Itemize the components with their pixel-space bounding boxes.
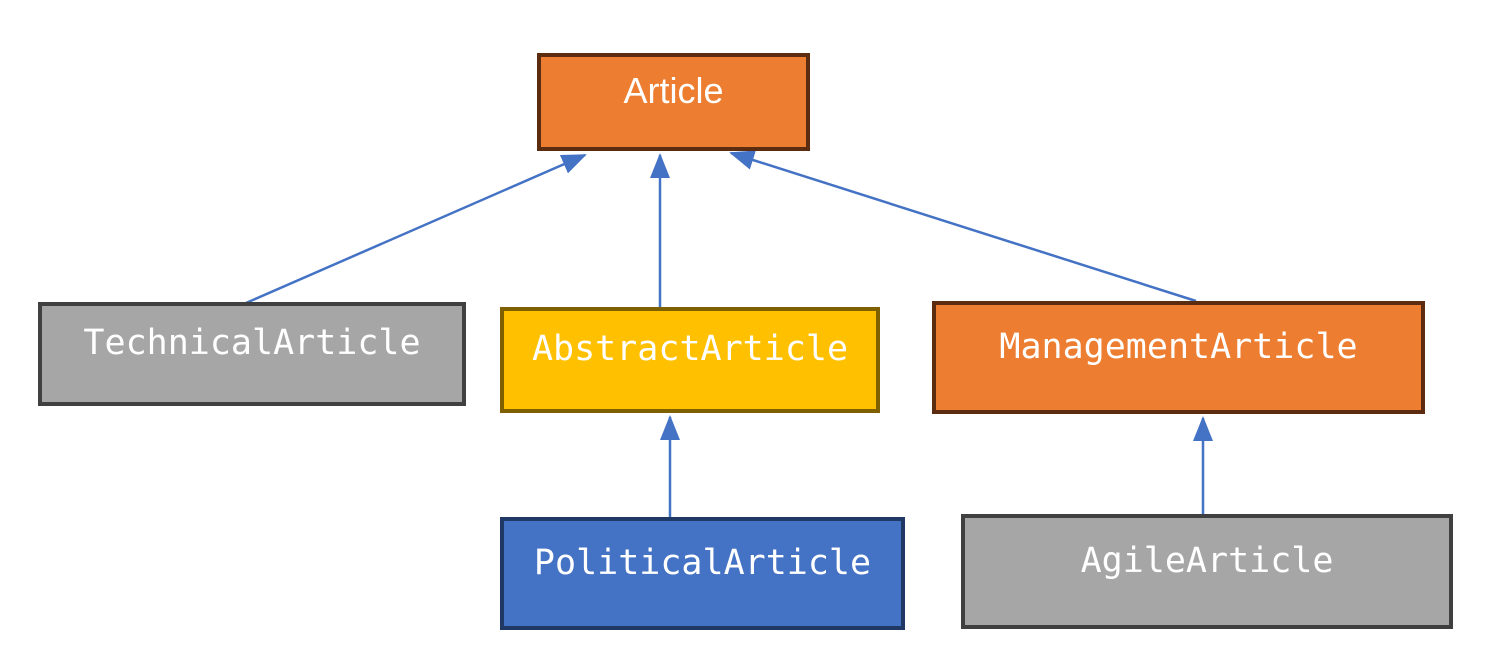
node-agile-article: AgileArticle [961,514,1453,629]
node-management-article: ManagementArticle [932,301,1425,414]
edge-technicalarticle-to-article [245,153,587,305]
node-abstract-article: AbstractArticle [500,307,880,413]
node-abstract-article-label: AbstractArticle [531,329,849,369]
node-article-label: Article [623,70,724,111]
node-political-article-label: PoliticalArticle [533,542,872,583]
node-technical-article-label: TechnicalArticle [83,323,421,363]
node-technical-article: TechnicalArticle [38,302,466,406]
node-political-article: PoliticalArticle [500,517,905,630]
edge-managementarticle-to-article [729,150,1197,303]
node-article: Article [537,53,810,151]
node-management-article-label: ManagementArticle [999,326,1358,367]
node-agile-article-label: AgileArticle [1080,540,1334,581]
